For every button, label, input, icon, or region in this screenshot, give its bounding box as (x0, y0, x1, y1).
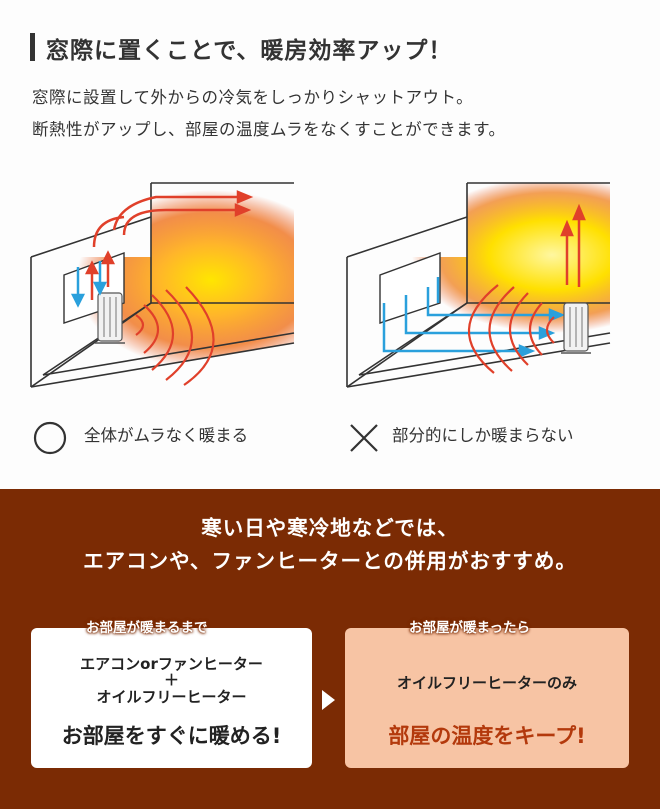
recommendation-panel: 寒い日や寒冷地などでは、 エアコンや、ファンヒーターとの併用がおすすめ。 エアコ… (0, 489, 660, 809)
card-right-tag: お部屋が暖まったら (409, 620, 530, 636)
after-warm-card: オイルフリーヒーターのみ 部屋の温度をキープ! (345, 628, 629, 768)
warm-air-arrows (84, 190, 254, 300)
heat-waves (467, 284, 555, 374)
arrow-right-icon (322, 690, 335, 710)
cold-air-arrows (382, 277, 566, 358)
good-caption: 全体がムラなく暖まる (84, 426, 249, 445)
room-outline (30, 182, 295, 388)
card-right-line-1: オイルフリーヒーターのみ (396, 674, 577, 692)
title-accent-bar (30, 33, 35, 61)
card-left-tag: お部屋が暖まるまで (86, 620, 208, 636)
card-left-line-1: エアコンorファンヒーター (80, 655, 263, 673)
heat-glow (412, 183, 610, 333)
oil-heater-icon (95, 292, 125, 344)
card-left-line-2: オイルフリーヒーター (96, 688, 247, 706)
cross-icon (350, 424, 378, 452)
card-left-headline: お部屋をすぐに暖める! (61, 724, 282, 748)
description-line-1: 窓際に設置して外からの冷気をしっかりシャットアウト。 (32, 88, 474, 107)
window (379, 251, 441, 324)
center-placement-diagram (346, 182, 611, 388)
warm-air-arrows (560, 203, 586, 287)
card-right-headline: 部屋の温度をキープ! (388, 724, 586, 748)
until-warm-card: エアコンorファンヒーター ＋ オイルフリーヒーター お部屋をすぐに暖める! (31, 628, 312, 768)
bad-caption: 部分的にしか暖まらない (392, 426, 574, 445)
heat-waves (135, 286, 215, 386)
description-line-2: 断熱性がアップし、部屋の温度ムラをなくすことができます。 (32, 120, 506, 139)
recommendation-line-1: 寒い日や寒冷地などでは、 (201, 516, 459, 540)
circle-icon (33, 421, 67, 455)
oil-heater-icon (561, 302, 591, 354)
card-left-plus: ＋ (163, 671, 179, 689)
cold-air-arrows (70, 261, 108, 308)
recommendation-line-2: エアコンや、ファンヒーターとの併用がおすすめ。 (83, 549, 577, 573)
window-placement-diagram (30, 182, 295, 388)
page-title: 窓際に置くことで、暖房効率アップ！ (46, 38, 453, 64)
